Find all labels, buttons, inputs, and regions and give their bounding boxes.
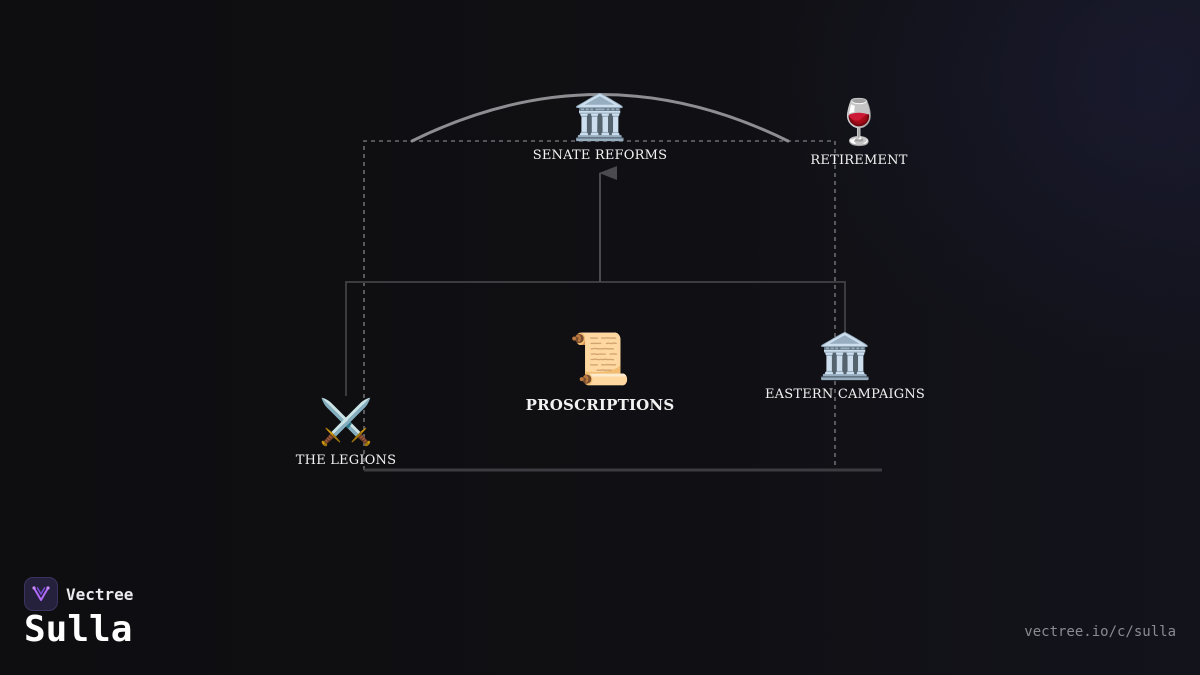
brand[interactable]: Vectree bbox=[24, 577, 133, 611]
node-senate-reforms[interactable]: 🏛️ SENATE REFORMS bbox=[532, 92, 668, 164]
node-label: SENATE REFORMS bbox=[532, 148, 668, 163]
scroll-icon: 📜 bbox=[568, 330, 632, 388]
node-retirement[interactable]: 🍷 RETIREMENT bbox=[810, 97, 908, 169]
node-eastern-campaigns[interactable]: 🏛️ EASTERN CAMPAIGNS bbox=[764, 331, 926, 403]
brand-name: Vectree bbox=[66, 584, 134, 604]
crossed-swords-icon: ⚔️ bbox=[318, 397, 374, 448]
classical-building-icon: 🏛️ bbox=[817, 331, 873, 382]
vectree-logo-icon bbox=[24, 577, 58, 611]
classical-building-icon: 🏛️ bbox=[572, 92, 628, 143]
node-label: PROSCRIPTIONS bbox=[525, 396, 675, 414]
page-title: Sulla bbox=[24, 609, 133, 650]
node-proscriptions[interactable]: 📜 PROSCRIPTIONS bbox=[526, 334, 675, 414]
node-label: EASTERN CAMPAIGNS bbox=[764, 387, 926, 402]
node-label: RETIREMENT bbox=[810, 153, 908, 168]
page-url-link[interactable]: vectree.io/c/sulla bbox=[1024, 624, 1176, 640]
wine-glass-icon: 🍷 bbox=[831, 97, 887, 148]
connector-left-branch bbox=[345, 281, 600, 396]
node-the-legions[interactable]: ⚔️ THE LEGIONS bbox=[295, 397, 397, 469]
node-label: THE LEGIONS bbox=[295, 453, 397, 468]
connector-right-branch bbox=[600, 281, 846, 332]
top-arc bbox=[410, 93, 790, 143]
